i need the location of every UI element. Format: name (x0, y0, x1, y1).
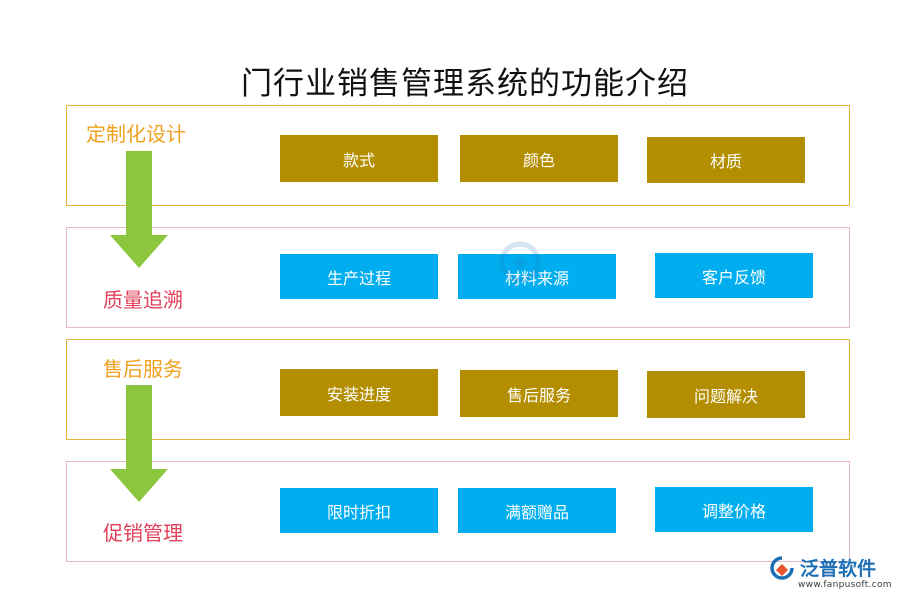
section-label-after-sales: 售后服务 (103, 357, 183, 381)
feature-box-production-process: 生产过程 (280, 254, 438, 299)
feature-box-material: 材质 (647, 137, 805, 183)
brand-logo-icon (770, 555, 794, 580)
feature-box-adjust-price: 调整价格 (655, 487, 813, 532)
feature-box-color: 颜色 (460, 135, 618, 182)
brand-url: www.fanpusoft.com (798, 580, 892, 590)
feature-box-threshold-gift: 满额赠品 (458, 488, 616, 533)
feature-box-style: 款式 (280, 135, 438, 182)
feature-box-problem-solving: 问题解决 (647, 371, 805, 418)
down-arrow-icon (110, 151, 168, 268)
brand-logo: 泛普软件 (768, 554, 876, 581)
feature-box-material-source: 材料来源 (458, 254, 616, 299)
feature-box-customer-feedback: 客户反馈 (655, 253, 813, 298)
feature-box-install-progress: 安装进度 (280, 369, 438, 416)
section-label-custom-design: 定制化设计 (86, 122, 186, 146)
page-title: 门行业销售管理系统的功能介绍 (241, 66, 689, 102)
section-label-quality-trace: 质量追溯 (103, 288, 183, 312)
section-label-promotion: 促销管理 (103, 521, 183, 545)
feature-box-limited-discount: 限时折扣 (280, 488, 438, 533)
feature-box-after-sales-service: 售后服务 (460, 370, 618, 417)
watermark-logo-icon (499, 241, 541, 283)
down-arrow-icon (110, 385, 168, 502)
brand-logo-text: 泛普软件 (800, 558, 877, 580)
